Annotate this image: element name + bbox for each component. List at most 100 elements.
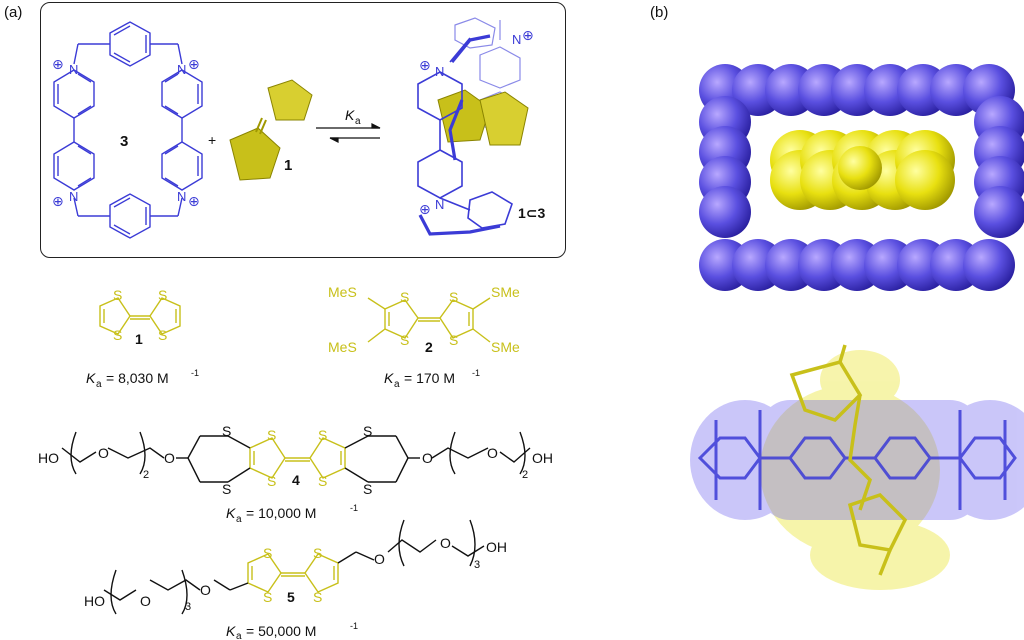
macrocycle-3-atoms: N ⊕ N ⊕ N ⊕ N ⊕ [52, 56, 200, 209]
complex-1-in-3 [417, 17, 529, 236]
compound-5-atoms: O O HO O O OH 3 3 [84, 535, 507, 613]
host-atom-sphere [974, 186, 1024, 238]
panel-b-label: (b) [650, 4, 669, 21]
ka-2-value: = 170 M [404, 370, 455, 386]
svg-text:N: N [177, 189, 186, 204]
ka-5-k: K [226, 623, 236, 639]
space-filling-model [699, 64, 1024, 291]
ka-5-value: = 50,000 M [246, 623, 316, 639]
svg-text:SMe: SMe [491, 284, 520, 300]
svg-text:S: S [158, 327, 167, 343]
svg-text:O: O [440, 535, 451, 551]
compound-4-label: 4 [292, 472, 300, 488]
ka-2-k: K [384, 370, 394, 386]
svg-text:⊕: ⊕ [52, 193, 64, 209]
svg-text:S: S [113, 327, 122, 343]
svg-text:⊕: ⊕ [419, 57, 431, 73]
complex-atoms: N ⊕ N ⊕ N ⊕ [419, 27, 534, 217]
svg-text:S: S [400, 332, 409, 348]
ka-1-value: = 8,030 M [106, 370, 169, 386]
svg-text:S: S [158, 287, 167, 303]
compound-4-ttf-atoms: S S S S [267, 427, 327, 489]
svg-text:O: O [487, 445, 498, 461]
svg-text:S: S [400, 289, 409, 305]
svg-text:-1: -1 [350, 621, 358, 631]
compound-1-label: 1 [135, 331, 143, 347]
svg-text:S: S [318, 427, 327, 443]
svg-text:OH: OH [532, 450, 553, 466]
svg-text:a: a [96, 379, 102, 390]
svg-text:S: S [267, 473, 276, 489]
svg-text:O: O [374, 551, 385, 567]
stick-model [690, 344, 1024, 590]
svg-text:S: S [267, 427, 276, 443]
ka-4-value: = 10,000 M [246, 505, 316, 521]
guest-atom-sphere [895, 150, 955, 210]
svg-text:S: S [318, 473, 327, 489]
svg-text:S: S [113, 287, 122, 303]
svg-text:HO: HO [84, 593, 105, 609]
compound-2-structure [367, 297, 491, 343]
svg-text:S: S [222, 423, 231, 439]
svg-text:OH: OH [486, 539, 507, 555]
host-atom-sphere [963, 239, 1015, 291]
compound-1-structure [99, 297, 181, 335]
svg-text:2: 2 [143, 469, 149, 481]
svg-text:⊕: ⊕ [419, 201, 431, 217]
svg-text:⊕: ⊕ [52, 56, 64, 72]
svg-text:a: a [236, 514, 242, 525]
svg-text:⊕: ⊕ [188, 56, 200, 72]
compound-5-label: 5 [287, 589, 295, 605]
svg-text:MeS: MeS [328, 339, 357, 355]
svg-text:S: S [222, 481, 231, 497]
svg-text:O: O [140, 593, 151, 609]
svg-text:2: 2 [522, 469, 528, 481]
svg-text:⊕: ⊕ [522, 27, 534, 43]
compound-2-label: 2 [425, 339, 433, 355]
svg-text:-1: -1 [350, 503, 358, 513]
panel-a-label: (a) [4, 4, 23, 21]
reaction-scheme-box [40, 2, 566, 258]
svg-text:-1: -1 [472, 368, 480, 378]
compound-5-structure [103, 519, 485, 615]
svg-text:N: N [177, 62, 186, 77]
ka-1-k: K [86, 370, 96, 386]
svg-text:N: N [69, 189, 78, 204]
svg-text:SMe: SMe [491, 339, 520, 355]
svg-text:-1: -1 [191, 368, 199, 378]
svg-text:S: S [449, 332, 458, 348]
svg-text:3: 3 [185, 601, 191, 613]
svg-text:N: N [435, 64, 444, 79]
svg-text:N: N [69, 62, 78, 77]
ka-labels: K a = 8,030 M -1 K a = 170 M -1 K a = 10… [86, 368, 480, 640]
arrow-k-sub: a [355, 116, 361, 127]
svg-text:N: N [512, 32, 521, 47]
macrocycle-3 [53, 21, 203, 239]
guest-1-model [229, 79, 313, 181]
svg-text:HO: HO [38, 450, 59, 466]
ka-4-k: K [226, 505, 236, 521]
svg-text:O: O [164, 450, 175, 466]
svg-text:S: S [313, 545, 322, 561]
complex-label: 1⊂3 [518, 205, 546, 221]
svg-text:S: S [363, 481, 372, 497]
svg-text:⊕: ⊕ [188, 193, 200, 209]
host-atom-sphere [699, 186, 751, 238]
svg-text:N: N [435, 197, 444, 212]
svg-text:S: S [263, 545, 272, 561]
svg-text:S: S [263, 589, 272, 605]
svg-text:O: O [200, 582, 211, 598]
compound-5-ttf-atoms: S S S S [263, 545, 322, 605]
svg-text:MeS: MeS [328, 284, 357, 300]
svg-text:a: a [236, 631, 242, 640]
compound-1-atoms: S S S S [113, 287, 167, 343]
svg-text:S: S [313, 589, 322, 605]
svg-text:S: S [449, 289, 458, 305]
svg-text:a: a [394, 379, 400, 390]
svg-text:3: 3 [474, 559, 480, 571]
guest-atom-sphere [838, 146, 882, 190]
plus-sign: + [208, 132, 216, 148]
